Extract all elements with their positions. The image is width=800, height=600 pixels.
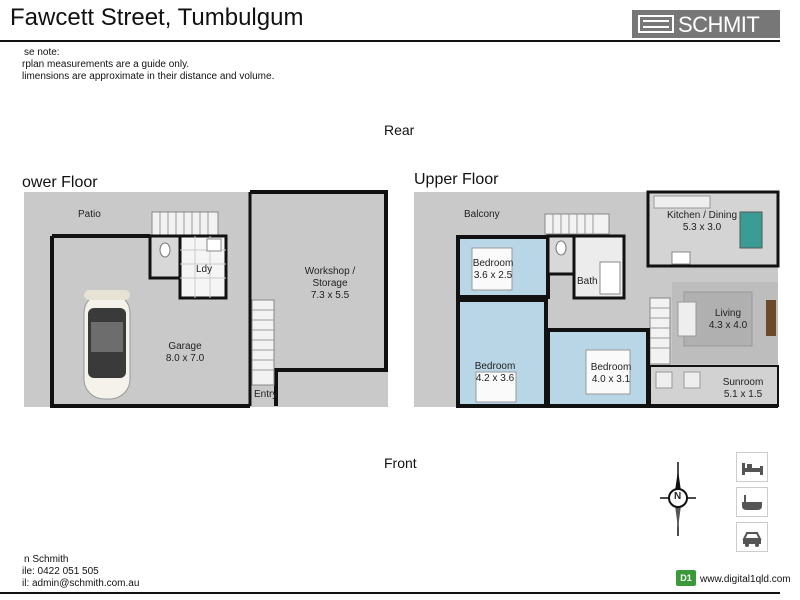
compass-rose	[660, 462, 696, 536]
car-icon	[736, 522, 768, 552]
logo-text: SCHMIT	[678, 12, 760, 37]
contact-email: il: admin@schmith.com.au	[22, 578, 140, 589]
upper-floor-title: Upper Floor	[414, 171, 499, 188]
entry-label: Entry	[254, 389, 278, 400]
workshop-wall	[250, 190, 388, 406]
lower-stairs-top	[151, 211, 219, 237]
digital1-logo: D1	[676, 570, 696, 586]
living-dimensions: 4.3 x 4.0	[708, 320, 748, 331]
workshop-label: Workshop / Storage 7.3 x 5.5	[300, 266, 360, 302]
living-name: Living	[714, 308, 742, 319]
garage-name: Garage	[168, 341, 202, 352]
lower-entry-stairs	[251, 299, 275, 386]
schmith-logo: SCHMIT	[632, 10, 780, 38]
website-url: www.digital1qld.com	[700, 574, 791, 585]
kitchen-label: Kitchen / Dining 5.3 x 3.0	[664, 210, 740, 234]
note-line-3: limensions are approximate in their dist…	[22, 71, 275, 82]
contact-name: n Schmith	[24, 554, 69, 565]
logo-mark-icon	[638, 15, 674, 33]
dining-table	[739, 211, 763, 249]
sunroom-label: Sunroom 5.1 x 1.5	[720, 377, 766, 401]
bedroom-3-dimensions: 4.0 x 3.1	[591, 374, 631, 385]
header-divider	[0, 40, 780, 42]
living-label: Living 4.3 x 4.0	[706, 308, 750, 332]
kitchen-dimensions: 5.3 x 3.0	[682, 222, 722, 233]
garage-label: Garage 8.0 x 7.0	[160, 341, 210, 365]
bedroom-2-name: Bedroom	[474, 361, 516, 372]
bedroom-1-label: Bedroom 3.6 x 2.5	[468, 258, 518, 282]
kitchen-name: Kitchen / Dining	[666, 210, 738, 221]
garage-dimensions: 8.0 x 7.0	[165, 353, 205, 364]
workshop-dimensions: 7.3 x 5.5	[310, 290, 350, 301]
upper-floor-plan	[414, 190, 780, 408]
compass-north-label: N	[674, 491, 682, 502]
sunroom-name: Sunroom	[722, 377, 764, 388]
bedroom-3-label: Bedroom 4.0 x 3.1	[586, 362, 636, 386]
bedroom-1-dimensions: 3.6 x 2.5	[473, 270, 513, 281]
workshop-name: Workshop /	[304, 266, 356, 277]
bedroom-2-dimensions: 4.2 x 3.6	[475, 373, 515, 384]
note-line-1: se note:	[24, 47, 60, 58]
laundry-label: Ldy	[196, 264, 213, 275]
bedroom-2-label: Bedroom 4.2 x 3.6	[470, 361, 520, 385]
contact-phone: ile: 0422 051 505	[22, 566, 99, 577]
page-title: Fawcett Street, Tumbulgum	[10, 4, 304, 31]
patio-label: Patio	[78, 209, 101, 220]
bath-label: Bath	[577, 276, 598, 287]
bedroom-3-name: Bedroom	[590, 362, 632, 373]
bed-icon	[736, 452, 768, 482]
footer-divider	[0, 592, 780, 594]
note-line-2: rplan measurements are a guide only.	[22, 59, 190, 70]
balcony-label: Balcony	[464, 209, 500, 220]
bedroom-1-name: Bedroom	[472, 258, 514, 269]
rear-label: Rear	[384, 122, 415, 138]
car-illustration	[83, 290, 131, 400]
lower-floor-title: ower Floor	[22, 174, 98, 191]
bath-icon	[736, 487, 768, 517]
lower-floor-plan	[24, 190, 388, 408]
front-label: Front	[384, 455, 417, 471]
workshop-name-2: Storage	[312, 278, 348, 289]
garage-wall	[50, 236, 250, 408]
sunroom-dimensions: 5.1 x 1.5	[723, 389, 763, 400]
